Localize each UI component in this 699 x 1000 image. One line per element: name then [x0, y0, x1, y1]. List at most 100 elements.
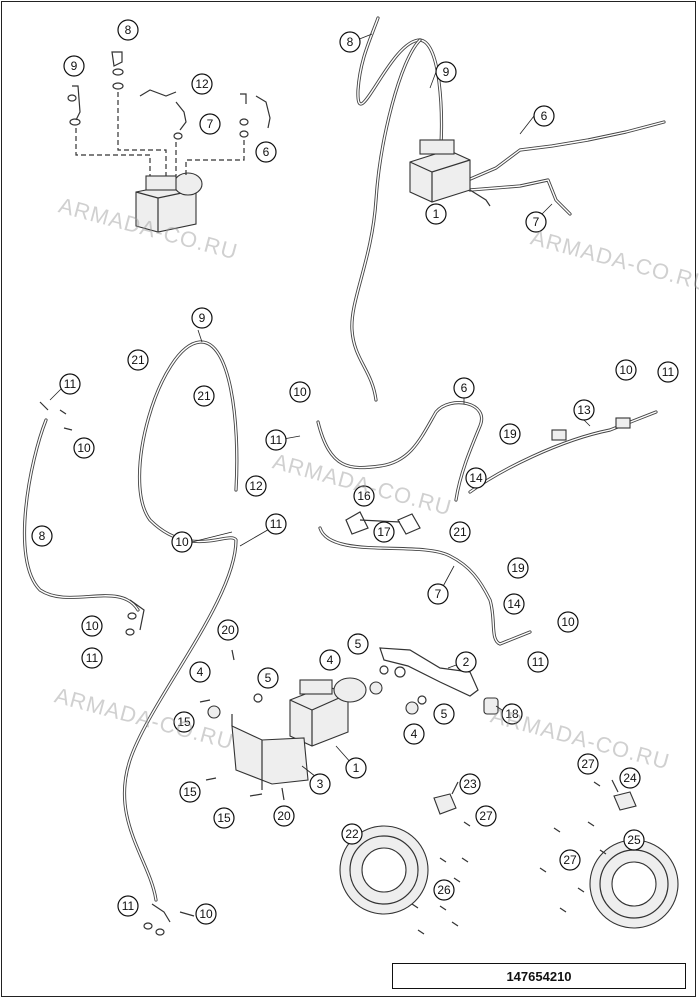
svg-text:10: 10 [175, 535, 189, 549]
callout: 10 [73, 437, 95, 459]
sensor-cable-13 [468, 410, 658, 494]
callout: 8 [339, 31, 361, 53]
leader-lines [49, 33, 591, 781]
svg-text:5: 5 [441, 707, 448, 721]
callout: 10 [195, 903, 217, 925]
svg-text:7: 7 [533, 215, 540, 229]
callout: 1 [345, 757, 367, 779]
svg-text:21: 21 [453, 525, 467, 539]
svg-text:27: 27 [479, 809, 493, 823]
svg-text:5: 5 [355, 637, 362, 651]
svg-text:10: 10 [619, 363, 633, 377]
svg-text:14: 14 [507, 597, 521, 611]
svg-text:21: 21 [197, 389, 211, 403]
rubber-damper-18 [483, 697, 499, 715]
callout: 4 [189, 661, 211, 683]
svg-text:27: 27 [563, 853, 577, 867]
callout: 10 [289, 381, 311, 403]
sensor-ring-22 [339, 825, 429, 915]
brake-hose-7 [318, 526, 532, 646]
screws-15-20 [199, 649, 285, 801]
svg-text:11: 11 [122, 899, 135, 913]
svg-text:8: 8 [125, 23, 132, 37]
callout: 15 [179, 781, 201, 803]
speed-sensor-16-17 [345, 511, 421, 535]
callout: 5 [257, 667, 279, 689]
svg-text:10: 10 [199, 907, 213, 921]
top-right-assembled-view [350, 16, 666, 402]
callout: 27 [475, 805, 497, 827]
svg-text:6: 6 [263, 145, 270, 159]
callout: 11 [59, 373, 81, 395]
svg-text:18: 18 [505, 707, 519, 721]
svg-text:15: 15 [183, 785, 197, 799]
sensor-ring-25 [589, 839, 679, 929]
svg-text:1: 1 [433, 207, 440, 221]
screws-26-27 [411, 781, 607, 935]
wheel-speed-sensor-24 [611, 779, 637, 811]
svg-text:9: 9 [199, 311, 206, 325]
callout: 7 [199, 113, 221, 135]
svg-text:12: 12 [195, 77, 209, 91]
callout: 5 [347, 633, 369, 655]
callout: 10 [557, 611, 579, 633]
svg-text:25: 25 [627, 833, 641, 847]
callout: 20 [273, 805, 295, 827]
svg-text:15: 15 [177, 715, 191, 729]
callout: 5 [433, 703, 455, 725]
svg-text:2: 2 [463, 655, 470, 669]
callout: 24 [619, 767, 641, 789]
svg-text:7: 7 [207, 117, 214, 131]
callout: 22 [341, 823, 363, 845]
svg-text:6: 6 [461, 381, 468, 395]
brake-hose-6 [316, 401, 484, 502]
callout: 11 [117, 895, 139, 917]
brake-hose-9 [122, 340, 239, 902]
svg-text:9: 9 [443, 65, 450, 79]
callout: 10 [81, 615, 103, 637]
callout: 10 [615, 359, 637, 381]
svg-text:11: 11 [270, 433, 283, 447]
callout: 6 [453, 377, 475, 399]
svg-text:12: 12 [249, 479, 263, 493]
svg-text:1: 1 [353, 761, 360, 775]
svg-text:11: 11 [662, 365, 675, 379]
svg-text:11: 11 [86, 651, 99, 665]
callout: 12 [191, 73, 213, 95]
callout: 4 [319, 649, 341, 671]
brake-hose-8 [22, 418, 140, 612]
svg-text:13: 13 [577, 403, 591, 417]
callout: 20 [217, 619, 239, 641]
svg-text:15: 15 [217, 811, 231, 825]
callout: 26 [433, 879, 455, 901]
callout: 21 [193, 385, 215, 407]
svg-text:14: 14 [469, 471, 483, 485]
callout: 12 [245, 475, 267, 497]
svg-text:7: 7 [435, 587, 442, 601]
callout: 8 [117, 19, 139, 41]
callout: 27 [577, 753, 599, 775]
wheel-speed-sensor-23 [433, 781, 459, 815]
callout: 16 [353, 485, 375, 507]
callout: 17 [373, 521, 395, 543]
callout: 21 [449, 521, 471, 543]
grommets-4-5 [207, 665, 427, 719]
svg-text:4: 4 [327, 653, 334, 667]
callout: 19 [499, 423, 521, 445]
top-left-exploded-view [67, 51, 271, 233]
svg-text:24: 24 [623, 771, 637, 785]
callout: 23 [459, 773, 481, 795]
callout: 13 [573, 399, 595, 421]
callout: 2 [455, 651, 477, 673]
fittings-left [67, 51, 271, 140]
svg-text:11: 11 [532, 655, 545, 669]
abs-unit-main [289, 677, 367, 747]
callout: 6 [255, 141, 277, 163]
svg-text:23: 23 [463, 777, 477, 791]
svg-text:20: 20 [221, 623, 235, 637]
callout: 8 [31, 525, 53, 547]
svg-text:8: 8 [347, 35, 354, 49]
drawing-number: 147654210 [392, 963, 686, 989]
callout: 9 [63, 55, 85, 77]
